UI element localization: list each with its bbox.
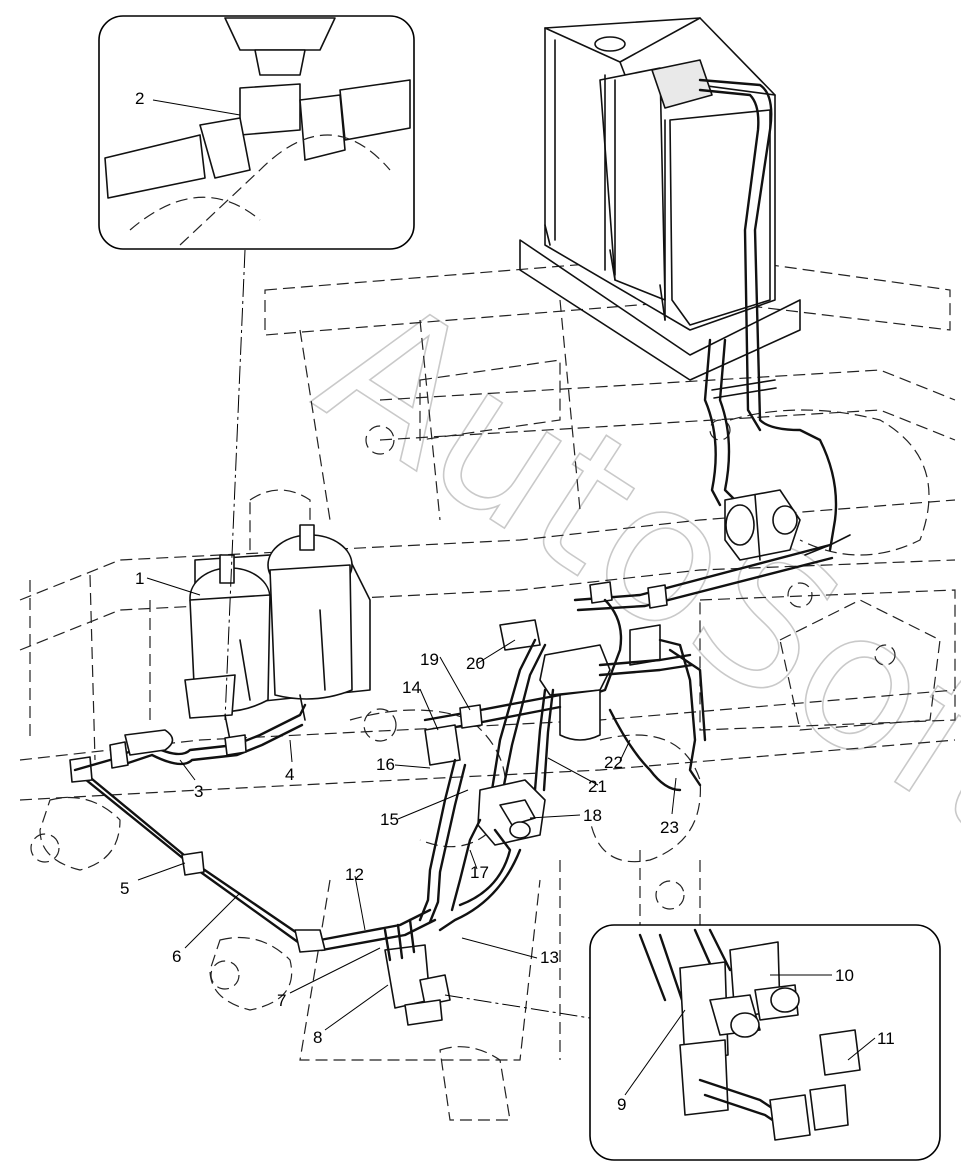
watermark: AutoSoft: [284, 254, 961, 884]
lines-3-4: [109, 703, 307, 769]
callout-21: 21: [588, 777, 607, 796]
fine-filter: [499, 619, 707, 792]
callout-16: 16: [376, 755, 395, 774]
callout-23: 23: [660, 818, 679, 837]
callout-3: 3: [194, 782, 203, 801]
hoses-to-block-8: [318, 758, 522, 952]
fuel-pump: [724, 489, 801, 561]
callout-11: 11: [877, 1029, 895, 1048]
callout-6: 6: [172, 947, 181, 966]
bracket-5-rod-6: [69, 756, 326, 953]
leader-lines: [137, 99, 876, 1096]
callout-17: 17: [470, 863, 489, 882]
valve-block-left: [423, 638, 562, 792]
callout-18: 18: [583, 806, 602, 825]
callout-5: 5: [120, 879, 129, 898]
callout-8: 8: [313, 1028, 322, 1047]
coarse-filter-pair: [184, 524, 371, 741]
callout-15: 15: [380, 810, 399, 829]
chassis-frame-outline: [19, 19, 956, 1121]
callout-22: 22: [604, 753, 623, 772]
inset-detail-valve-2: [98, 15, 415, 250]
callout-labels: 2 1 3 4 5 6 7 8 9 10 11 12 13 14 15 16 1…: [120, 89, 895, 1114]
callout-10: 10: [835, 966, 854, 985]
callout-1: 1: [135, 569, 144, 588]
valve-block-18: [477, 779, 546, 846]
callout-2: 2: [135, 89, 144, 108]
callout-9: 9: [617, 1095, 626, 1114]
callout-4: 4: [285, 765, 294, 784]
valve-block-8: [383, 918, 451, 1026]
callout-12: 12: [345, 865, 364, 884]
callout-19: 19: [420, 650, 439, 669]
callout-7: 7: [277, 991, 286, 1010]
callout-13: 13: [540, 948, 559, 967]
callout-20: 20: [466, 654, 485, 673]
callout-14: 14: [402, 678, 421, 697]
fuel-rail: [573, 534, 851, 702]
inset-link-9: [444, 994, 591, 1019]
inset-link-2: [224, 249, 246, 721]
tank-fuel-lines: [698, 78, 838, 552]
inset-detail-block-9: [589, 924, 941, 1161]
